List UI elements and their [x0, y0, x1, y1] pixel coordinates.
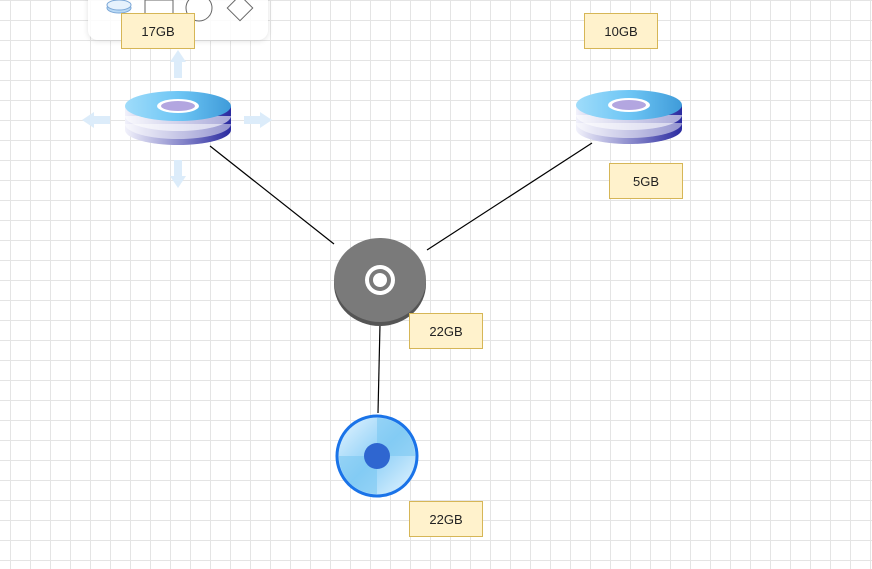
arrow-up-icon[interactable] [170, 50, 186, 78]
arrow-right-icon[interactable] [244, 112, 272, 128]
disk-stack-icon [125, 91, 231, 145]
edge-right-drive-to-hub[interactable] [426, 142, 593, 251]
label-top-left[interactable]: 17GB [121, 13, 195, 49]
optical-disc-icon [334, 238, 426, 326]
arrow-down-icon[interactable] [170, 160, 186, 188]
disk-stack-icon [576, 90, 682, 144]
left-disk-stack[interactable] [120, 88, 236, 157]
bottom-cd[interactable] [335, 413, 421, 504]
label-bottom[interactable]: 22GB [409, 501, 483, 537]
edge-hub-to-cd[interactable] [377, 323, 381, 414]
hub-disc[interactable] [332, 236, 430, 333]
label-top-right[interactable]: 10GB [584, 13, 658, 49]
label-right-drive[interactable]: 5GB [609, 163, 683, 199]
mini-disk-icon[interactable] [106, 0, 132, 14]
cd-disc-icon [335, 414, 419, 498]
edge-left-drive-to-hub[interactable] [209, 145, 335, 245]
label-hub[interactable]: 22GB [409, 313, 483, 349]
arrow-left-icon[interactable] [82, 112, 110, 128]
diamond-shape-icon[interactable] [226, 0, 254, 22]
right-disk-stack[interactable] [571, 87, 687, 156]
